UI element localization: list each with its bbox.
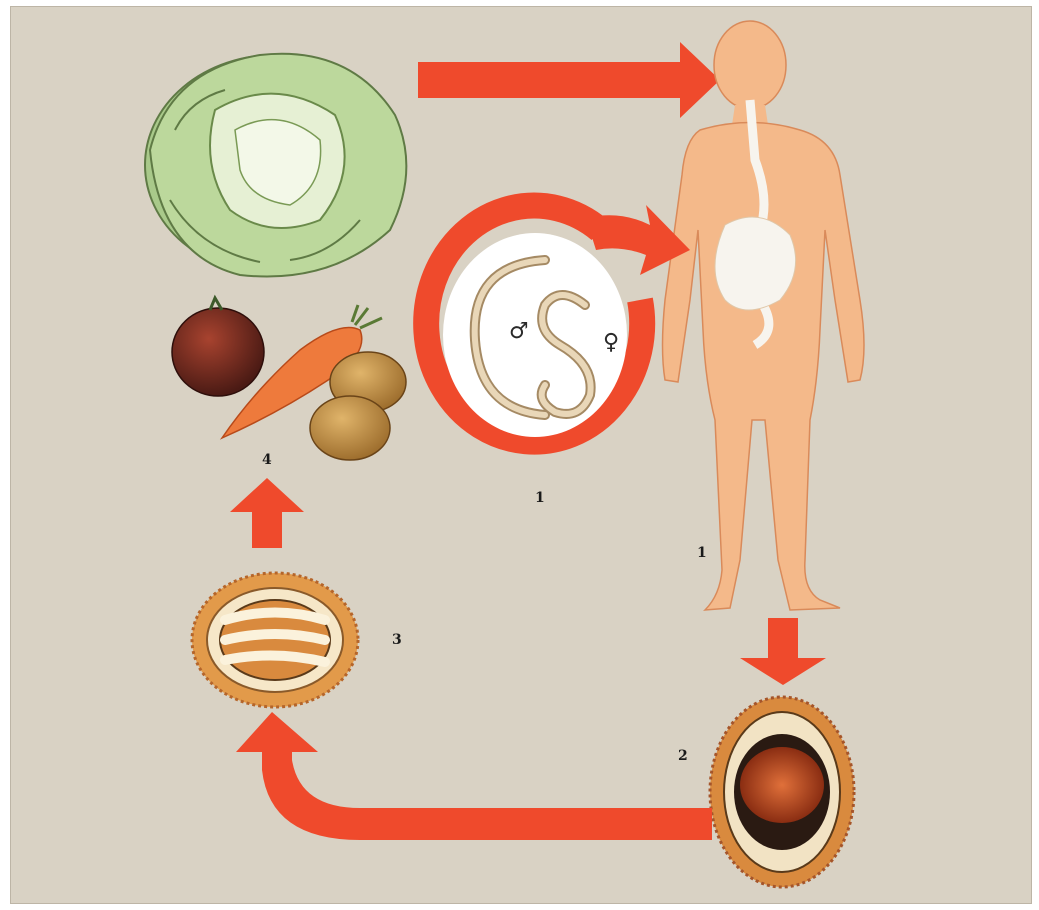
label-embryonated-egg: 3 [392, 632, 402, 648]
arrow-human-to-egg [740, 618, 826, 685]
male-symbol: ♂ [509, 321, 529, 343]
arrow-larva-to-food [230, 478, 304, 548]
label-food: 4 [262, 452, 272, 468]
worm-loop-arrow [426, 205, 690, 442]
unembryonated-egg-icon [710, 697, 854, 887]
arrow-egg-to-larva [236, 712, 712, 840]
food-group-icon [172, 298, 406, 460]
arrow-food-to-human [418, 42, 720, 118]
human-body-icon [663, 21, 865, 610]
label-adult-worms: 1 [535, 490, 545, 506]
embryonated-egg-icon [192, 573, 358, 707]
label-egg: 2 [678, 748, 688, 764]
label-human-host: 1 [697, 545, 707, 561]
cabbage-icon [145, 54, 406, 277]
female-symbol: ♀ [603, 332, 619, 354]
